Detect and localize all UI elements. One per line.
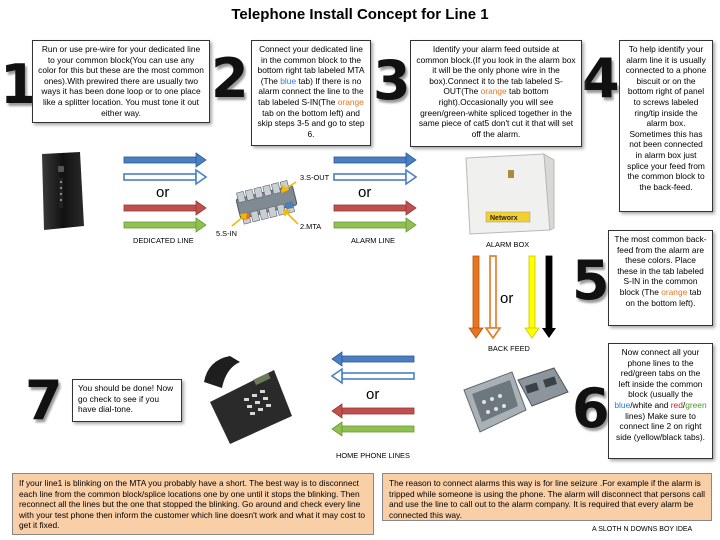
wire-red-arrow-3 <box>331 403 415 419</box>
step-3-text-b: tab bottom right).Occasionally you will … <box>418 86 574 139</box>
step-7-box: You should be done! Now go check to see … <box>72 379 182 422</box>
step-6-red-word: red <box>670 399 683 410</box>
step-6-text-b: /white and <box>630 399 671 410</box>
step-6-text-a: Now connect all your phone lines to the … <box>618 347 703 400</box>
s-out-label: 3.S-OUT <box>300 173 330 182</box>
step-number-5: 5 <box>572 249 610 312</box>
step-number-6: 6 <box>572 377 610 440</box>
telephone-image <box>204 356 292 444</box>
s-in-label: 5.S-IN <box>216 229 237 238</box>
step-6-blue-word: blue <box>614 399 631 410</box>
back-feed-wires <box>468 255 556 340</box>
step-2-text-b: tab) If there is no alarm connect the li… <box>258 75 364 107</box>
wire-red-arrow-1 <box>123 200 207 216</box>
step-2-orange-word: orange <box>337 96 364 107</box>
wire-yellow-arrow <box>524 255 540 339</box>
mta-modem-image <box>42 152 84 230</box>
mta-label: 2.MTA <box>300 222 322 231</box>
home-phone-lines-label: HOME PHONE LINES <box>336 451 410 460</box>
page-title: Telephone Install Concept for Line 1 <box>231 6 489 23</box>
step-2-box: Connect your dedicated line in the commo… <box>251 40 371 146</box>
or-label-dedicated: or <box>156 184 170 201</box>
step-number-7: 7 <box>25 369 63 432</box>
step-5-box: The most common back-feed from the alarm… <box>608 230 713 326</box>
wire-black-arrow <box>542 255 556 338</box>
step-5-orange-word: orange <box>661 286 688 297</box>
wire-blue-white-arrow-3 <box>330 367 415 385</box>
step-6-green-word: green <box>685 399 707 410</box>
back-feed-label: BACK FEED <box>488 344 530 353</box>
wire-orange-white-arrow <box>484 255 502 340</box>
step-4-box: To help identify your alarm line it is u… <box>619 40 713 212</box>
step-6-text-c: lines) Make sure to connect line 2 on ri… <box>616 410 705 442</box>
wire-orange-arrow <box>468 255 484 339</box>
step-1-box: Run or use pre-wire for your dedicated l… <box>32 40 210 123</box>
dedicated-line-wires <box>123 152 208 233</box>
step-number-4: 4 <box>582 47 620 110</box>
step-number-1: 1 <box>0 53 38 116</box>
alarm-box-label: ALARM BOX <box>486 240 530 249</box>
wire-blue-arrow-2 <box>333 152 417 168</box>
home-phone-line-wires <box>330 351 415 437</box>
blinking-line-note: If your line1 is blinking on the MTA you… <box>12 473 374 535</box>
wire-green-arrow-3 <box>331 421 415 437</box>
or-label-alarm: or <box>358 184 372 201</box>
footer-credit: A SLOTH N DOWNS BOY IDEA <box>592 526 693 533</box>
step-6-box: Now connect all your phone lines to the … <box>608 343 713 459</box>
step-2-text-a: Connect your dedicated line in the commo… <box>257 44 365 86</box>
alarm-line-label: ALARM LINE <box>351 236 395 245</box>
step-3-orange-word: orange <box>480 86 507 97</box>
wire-red-arrow-2 <box>333 200 417 216</box>
wire-green-arrow-2 <box>333 217 417 233</box>
or-label-home: or <box>366 386 380 403</box>
step-3-box: Identify your alarm feed outside at comm… <box>410 40 582 147</box>
wire-blue-white-arrow-2 <box>333 168 418 186</box>
dedicated-line-label: DEDICATED LINE <box>133 236 194 245</box>
step-6-slash: / <box>682 399 686 410</box>
step-5-text-a: The most common back-feed from the alarm… <box>614 234 707 297</box>
alarm-brand-text: Networx <box>490 215 518 222</box>
step-number-2: 2 <box>211 47 249 110</box>
step-number-3: 3 <box>373 49 411 112</box>
alarm-box-image: Networx <box>465 153 555 235</box>
wire-green-arrow-1 <box>123 217 207 233</box>
open-common-block-image <box>463 367 569 433</box>
or-label-backfeed: or <box>500 290 514 307</box>
step-5-text-b: tab on the bottom left). <box>625 286 702 308</box>
wire-blue-arrow-3 <box>331 351 415 367</box>
line-seizure-note: The reason to connect alarms this way is… <box>382 473 712 521</box>
wire-blue-arrow-1 <box>123 152 207 168</box>
step-2-blue-word: blue <box>280 75 297 86</box>
step-3-text-a: Identify your alarm feed outside at comm… <box>416 44 576 97</box>
common-block-image <box>235 180 298 225</box>
wire-blue-white-arrow-1 <box>123 168 208 186</box>
step-2-text-c: tab on the bottom left) and skip steps 3… <box>257 107 365 139</box>
alarm-line-wires <box>333 152 418 233</box>
tab-callout-arrows <box>231 181 299 227</box>
